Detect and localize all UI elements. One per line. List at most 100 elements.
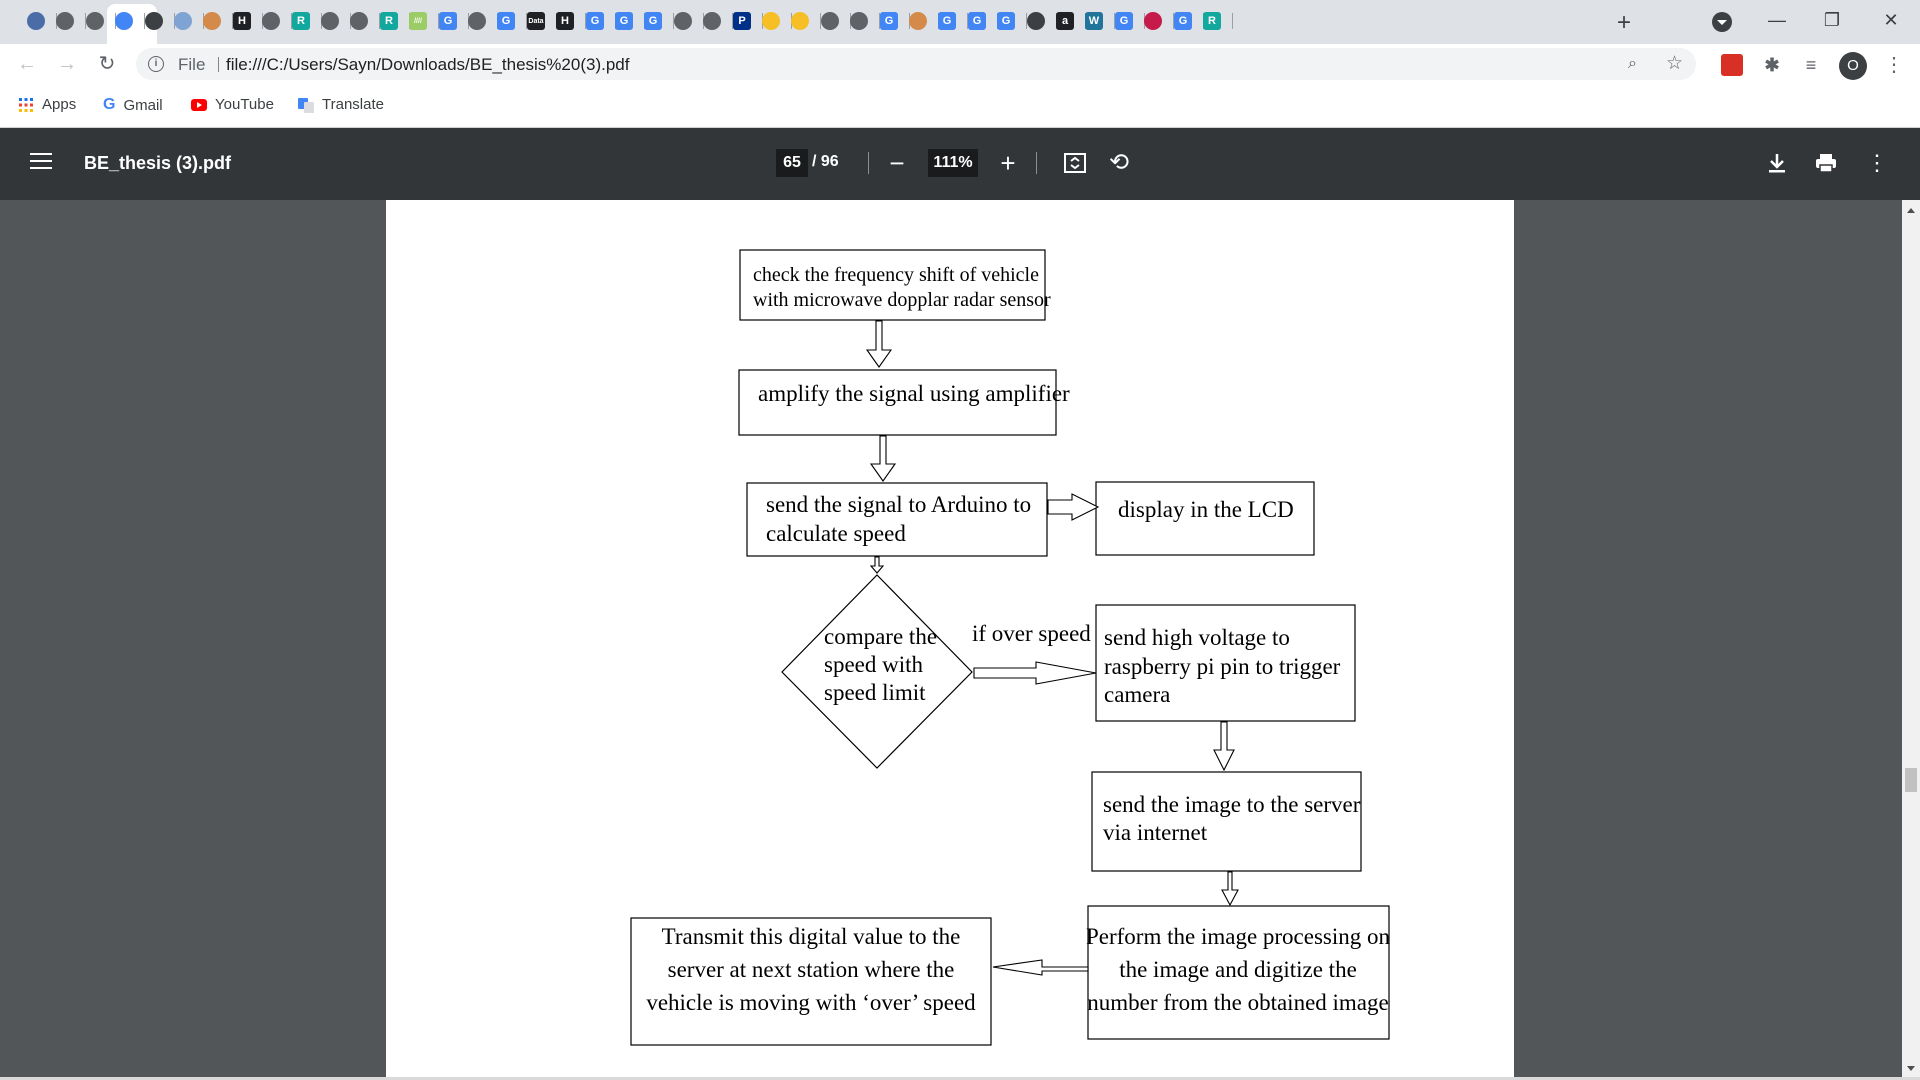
tab-separator (85, 13, 86, 29)
browser-tab[interactable] (700, 6, 733, 36)
download-icon[interactable] (1759, 145, 1795, 181)
profile-avatar[interactable]: O (1839, 52, 1867, 80)
browser-tab[interactable] (171, 6, 204, 36)
browser-tab[interactable] (347, 6, 380, 36)
browser-tab[interactable]: G (641, 6, 674, 36)
browser-tab[interactable] (465, 6, 498, 36)
browser-tab[interactable] (112, 6, 145, 36)
bookmark-apps[interactable]: Apps (18, 96, 76, 113)
back-arrow-icon[interactable]: ← (17, 53, 37, 75)
tab-separator (144, 13, 145, 29)
browser-tab[interactable] (200, 6, 233, 36)
browser-tab[interactable]: G (1171, 6, 1204, 36)
tab-favicon-icon (909, 12, 927, 30)
sidebar-menu-icon[interactable] (30, 153, 52, 171)
browser-tab[interactable] (1141, 6, 1174, 36)
page-total: / 96 (812, 153, 839, 170)
rotate-icon[interactable]: ⟲ (1108, 149, 1130, 176)
transmit-line2: server at next station where the (668, 957, 955, 982)
browser-tab[interactable]: G (583, 6, 616, 36)
media-queue-icon[interactable]: ≡ (1805, 54, 1817, 75)
browser-menu-icon[interactable]: ⋮ (1884, 54, 1904, 76)
browser-tab[interactable] (83, 6, 116, 36)
zoom-input[interactable]: 111% (928, 149, 978, 177)
extension-red-icon[interactable] (1721, 54, 1743, 76)
tab-favicon-icon: G (1174, 12, 1192, 30)
close-window-icon[interactable]: ✕ (1883, 10, 1899, 30)
browser-tab[interactable]: Data (524, 6, 557, 36)
browser-tab[interactable] (818, 6, 851, 36)
arrow-down-3 (869, 556, 885, 574)
browser-tab[interactable] (1024, 6, 1057, 36)
address-bar[interactable]: i File file:///C:/Users/Sayn/Downloads/B… (136, 48, 1696, 80)
browser-tab[interactable]: H (553, 6, 586, 36)
browser-tab[interactable] (788, 6, 821, 36)
tab-favicon-icon: //// (409, 12, 427, 30)
new-tab-button[interactable]: + (1616, 9, 1631, 36)
zoom-out-icon[interactable]: − (889, 148, 905, 178)
browser-tab[interactable] (671, 6, 704, 36)
scroll-thumb[interactable] (1905, 768, 1917, 792)
browser-tab[interactable] (759, 6, 792, 36)
browser-tab[interactable]: G (1112, 6, 1145, 36)
browser-tab[interactable]: W (1082, 6, 1115, 36)
url-text[interactable]: file:///C:/Users/Sayn/Downloads/BE_thesi… (226, 55, 630, 74)
restore-icon[interactable]: ❐ (1823, 10, 1841, 30)
reload-icon[interactable]: ↻ (98, 53, 116, 75)
print-icon[interactable] (1808, 145, 1844, 181)
bookmarks-bar: Apps G Gmail YouTube Translate (0, 84, 1920, 128)
tab-favicon-icon (350, 12, 368, 30)
zoom-in-icon[interactable]: + (1000, 148, 1016, 178)
tab-separator (379, 13, 380, 29)
browser-tab[interactable]: G (877, 6, 910, 36)
arrow-left-transmit (992, 959, 1089, 976)
browser-tab[interactable]: R (289, 6, 322, 36)
tab-separator (1114, 13, 1115, 29)
browser-tab[interactable] (906, 6, 939, 36)
tab-favicon-icon (56, 12, 74, 30)
browser-tab[interactable]: G (436, 6, 469, 36)
browser-tab[interactable] (847, 6, 880, 36)
browser-tab[interactable]: G (494, 6, 527, 36)
more-actions-icon[interactable]: ⋮ (1866, 150, 1888, 175)
tab-favicon-icon: G (997, 12, 1015, 30)
browser-tab[interactable]: G (612, 6, 645, 36)
bookmark-star-icon[interactable]: ☆ (1666, 53, 1684, 74)
browser-tab[interactable]: H (230, 6, 263, 36)
zoom-magnifier-icon[interactable]: ⌕ (1628, 55, 1637, 72)
tab-search-icon[interactable] (1712, 12, 1732, 32)
browser-tab[interactable]: R (1200, 6, 1233, 36)
vertical-scrollbar[interactable] (1902, 200, 1920, 1080)
browser-tab[interactable] (318, 6, 351, 36)
browser-tab[interactable] (259, 6, 292, 36)
browser-tab[interactable]: G (994, 6, 1027, 36)
tab-separator (1232, 13, 1233, 29)
browser-tab[interactable]: a (1053, 6, 1086, 36)
page-number-input[interactable]: 65 (776, 149, 808, 177)
send-image-line2: via internet (1103, 820, 1208, 845)
arrow-down-2 (869, 435, 897, 482)
browser-tab[interactable]: R (377, 6, 410, 36)
browser-tab[interactable]: G (935, 6, 968, 36)
browser-tab[interactable] (142, 6, 175, 36)
pdf-viewport[interactable]: check the frequency shift of vehicle wit… (0, 200, 1920, 1080)
browser-tab[interactable]: P (730, 6, 763, 36)
browser-tab[interactable]: G (965, 6, 998, 36)
extensions-puzzle-icon[interactable]: ✱ (1764, 54, 1780, 75)
browser-tab[interactable] (53, 6, 86, 36)
bookmark-translate[interactable]: Translate (298, 96, 384, 113)
forward-arrow-icon[interactable]: → (57, 53, 77, 75)
bookmark-gmail[interactable]: G Gmail (103, 96, 163, 114)
bookmark-youtube[interactable]: YouTube (191, 96, 274, 113)
scroll-down-arrow-icon[interactable] (1907, 1066, 1915, 1071)
browser-tab[interactable]: //// (406, 6, 439, 36)
minimize-icon[interactable]: — (1768, 10, 1786, 30)
trigger-line2: raspberry pi pin to trigger (1104, 654, 1341, 679)
tab-favicon-icon: H (233, 12, 251, 30)
info-icon[interactable]: i (148, 56, 164, 72)
browser-tab[interactable] (24, 6, 57, 36)
fit-to-page-icon[interactable] (1057, 145, 1093, 181)
arrow-right-trigger (973, 661, 1097, 685)
scroll-up-arrow-icon[interactable] (1907, 208, 1915, 213)
